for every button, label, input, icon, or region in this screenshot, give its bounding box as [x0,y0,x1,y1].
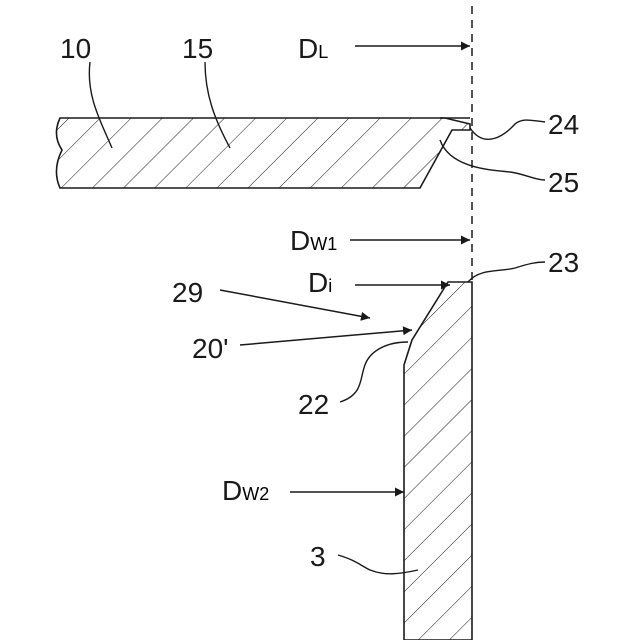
leader-22 [340,342,408,402]
label-dw1: DW1 [290,225,337,256]
arrow-29 [220,290,370,318]
label-dw2-main: D [222,475,242,506]
leader-25 [440,140,545,180]
label-di: Di [308,267,332,298]
label-dl-sub: L [318,42,328,62]
label-3: 3 [310,541,326,572]
label-dw2: DW2 [222,475,269,506]
label-22: 22 [298,389,329,420]
label-dw1-sub: W1 [310,234,337,254]
label-dl-main: D [298,33,318,64]
lower-wall-body [404,282,472,640]
label-di-sub: i [328,276,332,296]
label-10: 10 [60,33,91,64]
upper-plate-body [56,118,470,188]
leader-24 [470,120,545,139]
label-di-main: D [308,267,328,298]
label-dw1-main: D [290,225,310,256]
label-15: 15 [182,33,213,64]
arrow-20p [240,330,412,345]
label-20-prime: 20' [192,333,229,364]
label-24: 24 [548,109,579,140]
leader-23 [468,262,545,282]
label-dw2-sub: W2 [242,484,269,504]
label-25: 25 [548,167,579,198]
label-dl: DL [298,33,328,64]
label-23: 23 [548,247,579,278]
label-29: 29 [172,277,203,308]
